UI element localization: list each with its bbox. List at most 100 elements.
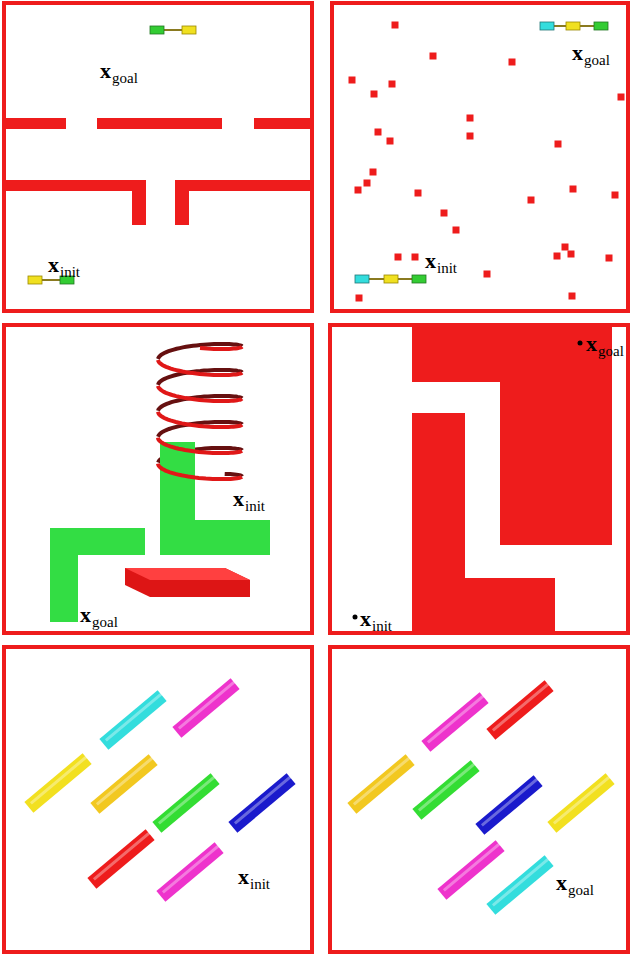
rod <box>29 759 87 808</box>
state-label: xgoal <box>572 42 610 64</box>
walls <box>4 118 312 225</box>
state-subscript: init <box>250 876 270 892</box>
rod-highlight <box>179 680 237 729</box>
state-subscript: init <box>372 618 392 634</box>
rod <box>92 835 150 884</box>
obstacle <box>389 81 396 88</box>
rod-highlight <box>159 775 217 824</box>
state-label: xgoal <box>100 60 138 82</box>
state-subscript: goal <box>112 70 138 86</box>
state-subscript: goal <box>598 343 624 359</box>
point-obstacles <box>349 22 625 302</box>
rod <box>161 848 219 897</box>
state-symbol: x <box>586 331 597 356</box>
obstacle <box>375 129 382 136</box>
state-label: xgoal <box>586 333 624 355</box>
rod <box>95 760 153 809</box>
obstacle <box>484 271 491 278</box>
rod <box>104 696 162 745</box>
state-label: xinit <box>233 488 265 510</box>
obstacle <box>356 295 363 302</box>
rod-highlight <box>97 756 155 805</box>
rod <box>417 766 475 815</box>
state-label: xinit <box>360 608 392 630</box>
l-shapes <box>50 344 270 622</box>
state-symbol: x <box>233 486 244 511</box>
trailer-robot <box>355 22 608 283</box>
obstacle <box>355 187 362 194</box>
obstacle <box>528 197 535 204</box>
obstacle <box>568 251 575 258</box>
state-symbol: x <box>238 864 249 889</box>
rod-highlight <box>493 682 551 731</box>
state-subscript: init <box>437 260 457 276</box>
rod-highlight <box>31 755 89 804</box>
state-label: xgoal <box>80 604 118 626</box>
obstacle <box>430 53 437 60</box>
state-subscript: goal <box>92 614 118 630</box>
obstacle <box>509 59 516 66</box>
rod <box>491 861 549 910</box>
obstacle <box>562 244 569 251</box>
rod <box>442 846 500 895</box>
obstacle <box>467 115 474 122</box>
rod-highlight <box>444 842 502 891</box>
rod-highlight <box>493 857 551 906</box>
obstacle <box>364 180 371 187</box>
state-label: xgoal <box>556 872 594 894</box>
obstacle <box>467 133 474 140</box>
state-symbol: x <box>360 606 371 631</box>
state-symbol: x <box>100 58 111 83</box>
obstacle <box>569 293 576 300</box>
obstacle <box>370 169 377 176</box>
obstacle <box>555 141 562 148</box>
obstacle <box>395 254 402 261</box>
obstacle <box>371 91 378 98</box>
obstacle <box>612 192 619 199</box>
state-symbol: x <box>48 252 59 277</box>
rod <box>480 781 538 830</box>
rod-highlight <box>235 775 293 824</box>
rod-highlight <box>482 777 540 826</box>
rod <box>491 686 549 735</box>
rod <box>233 779 291 828</box>
obstacle <box>606 255 613 262</box>
obstacle <box>570 186 577 193</box>
car-robot <box>28 26 196 284</box>
obstacle <box>349 77 356 84</box>
state-symbol: x <box>80 602 91 627</box>
rod-highlight <box>354 756 412 805</box>
obstacle <box>618 94 625 101</box>
rod <box>426 698 484 747</box>
rod-highlight <box>428 694 486 743</box>
rod <box>157 779 215 828</box>
rod-highlight <box>554 775 612 824</box>
obstacle <box>554 253 561 260</box>
obstacle <box>412 254 419 261</box>
obstacle <box>415 190 422 197</box>
rod-pieces <box>29 680 612 910</box>
state-symbol: x <box>572 40 583 65</box>
rod-highlight <box>419 762 477 811</box>
rod-highlight <box>94 831 152 880</box>
state-subscript: goal <box>584 52 610 68</box>
obstacle <box>441 210 448 217</box>
state-label: xinit <box>425 250 457 272</box>
state-label: xinit <box>238 866 270 888</box>
obstacle <box>392 22 399 29</box>
obstacle <box>453 227 460 234</box>
state-subscript: init <box>245 498 265 514</box>
state-symbol: x <box>556 870 567 895</box>
rod <box>552 779 610 828</box>
rod-highlight <box>106 692 164 741</box>
state-subscript: goal <box>568 882 594 898</box>
rod <box>177 684 235 733</box>
panel-frames <box>4 3 628 952</box>
rod <box>352 760 410 809</box>
rod-highlight <box>163 844 221 893</box>
maze-walls <box>353 327 613 631</box>
state-symbol: x <box>425 248 436 273</box>
state-subscript: init <box>60 264 80 280</box>
state-label: xinit <box>48 254 80 276</box>
